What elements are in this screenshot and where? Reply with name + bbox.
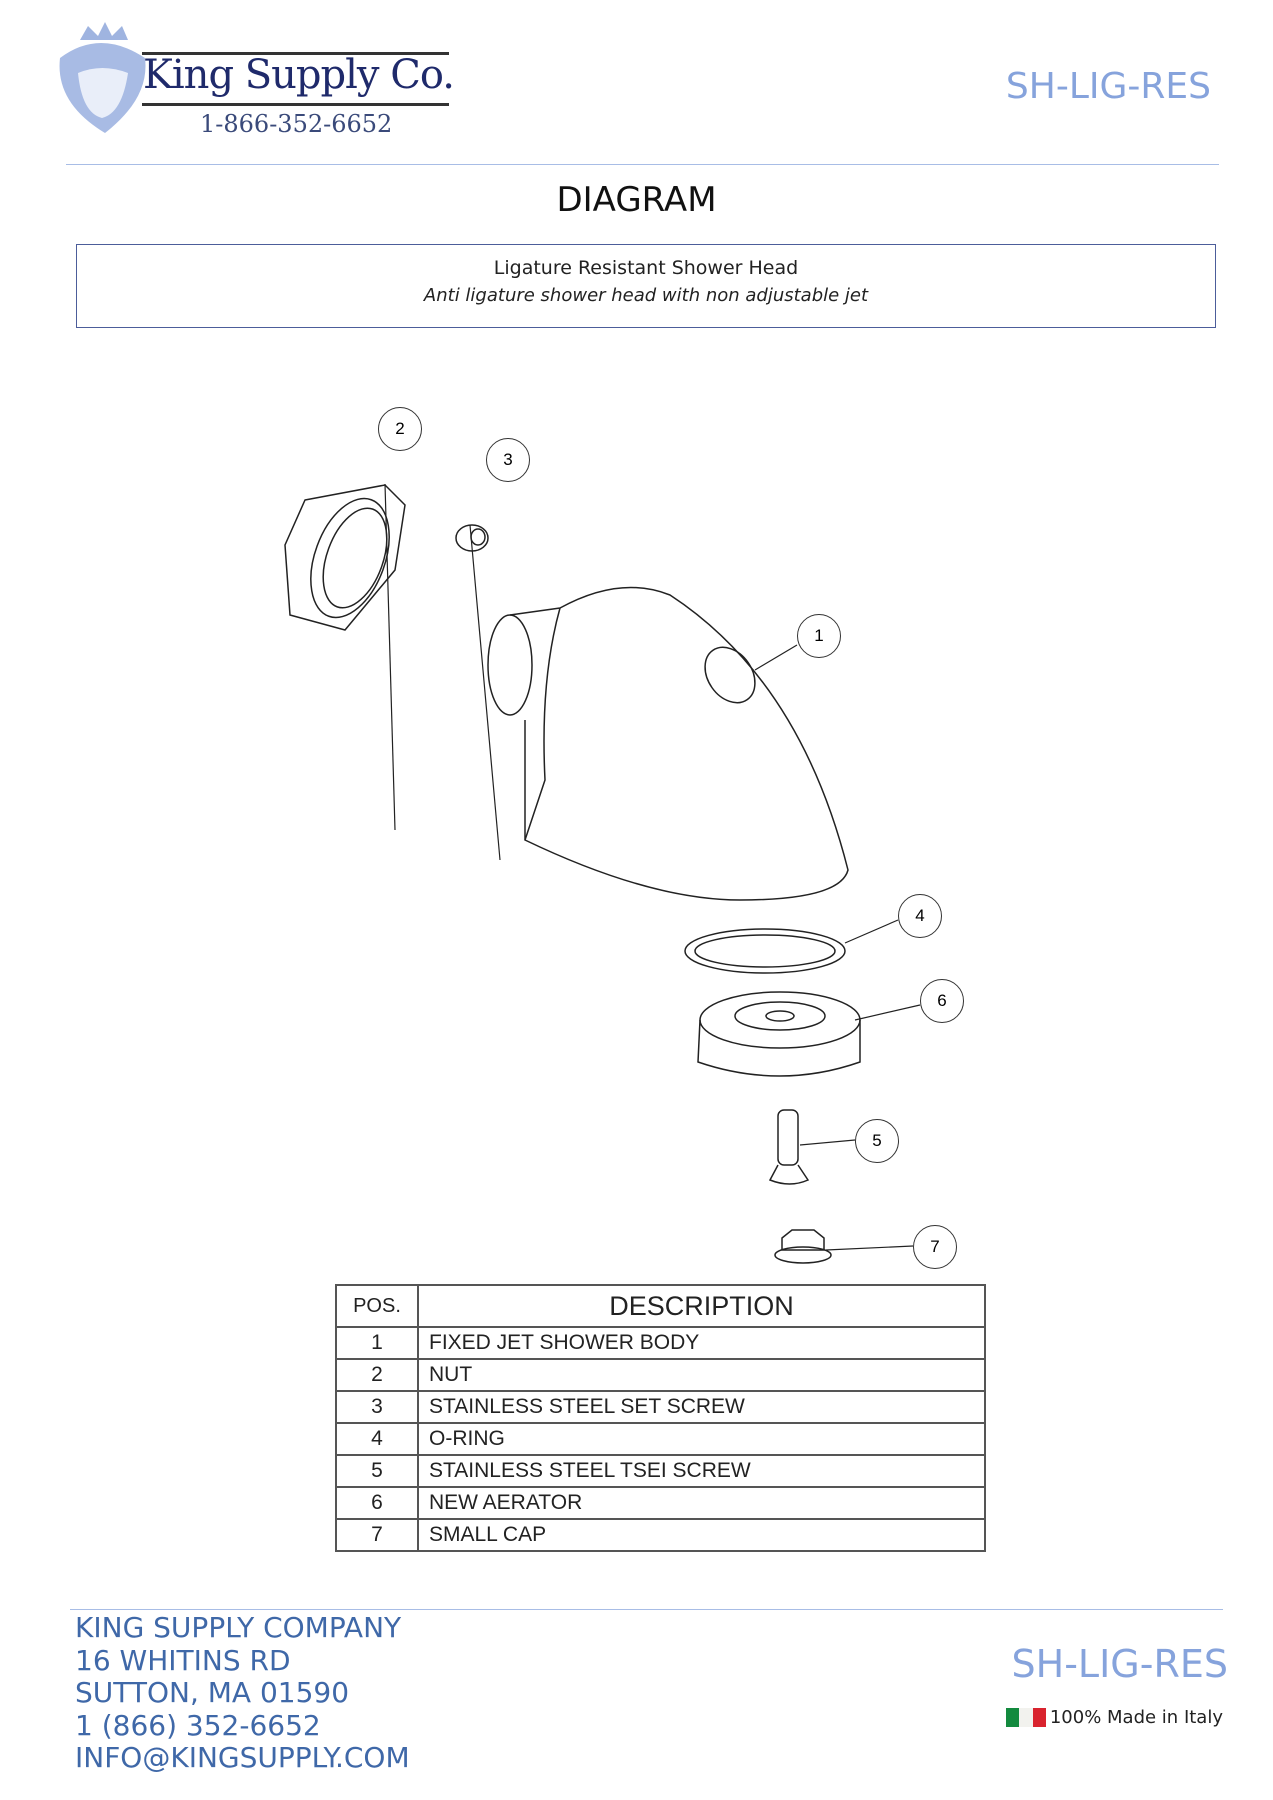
callout-7: 7 (913, 1225, 957, 1269)
pos-cell: 6 (335, 1486, 419, 1520)
footer-email[interactable]: INFO@KINGSUPPLY.COM (75, 1741, 410, 1774)
callout-4: 4 (898, 894, 942, 938)
pos-cell: 4 (335, 1422, 419, 1456)
product-code-footer: SH-LIG-RES (1011, 1642, 1228, 1686)
pos-cell: 2 (335, 1358, 419, 1392)
made-in-italy: 100% Made in Italy (1005, 1707, 1223, 1728)
column-header-pos: POS. (335, 1284, 419, 1328)
logo-rule (142, 103, 449, 106)
callout-1: 1 (797, 614, 841, 658)
footer-company: KING SUPPLY COMPANY (75, 1611, 402, 1644)
lion-logo-icon (59, 22, 146, 133)
callout-3: 3 (486, 438, 530, 482)
product-name: Ligature Resistant Shower Head (493, 257, 799, 279)
callout-leaders (384, 483, 921, 1251)
small-cap-part (774, 1229, 832, 1264)
callout-6: 6 (920, 979, 964, 1023)
o-ring-part (684, 928, 846, 974)
pos-cell: 7 (335, 1518, 419, 1552)
product-code-header: SH-LIG-RES (1005, 66, 1211, 107)
description-cell: STAINLESS STEEL TSEI SCREW (417, 1454, 986, 1488)
header-divider (66, 164, 1219, 165)
callout-layer: .co{position:absolute;width:42px;height:… (0, 380, 1273, 1280)
description-cell: NEW AERATOR (417, 1486, 986, 1520)
callout-5: 5 (855, 1119, 899, 1163)
description-cell: STAINLESS STEEL SET SCREW (417, 1390, 986, 1424)
aerator-part (697, 991, 861, 1077)
nut-part (284, 484, 406, 631)
column-header-description: DESCRIPTION (417, 1284, 986, 1328)
description-cell: FIXED JET SHOWER BODY (417, 1326, 986, 1360)
product-subtitle: Anti ligature shower head with non adjus… (423, 285, 869, 306)
pos-cell: 5 (335, 1454, 419, 1488)
logo-rule (142, 52, 449, 55)
footer-street: 16 WHITINS RD (75, 1643, 291, 1677)
pos-cell: 1 (335, 1326, 419, 1360)
shower-body-part (487, 586, 849, 901)
description-cell: SMALL CAP (417, 1518, 986, 1552)
tsei-screw-part (768, 1109, 810, 1185)
description-cell: O-RING (417, 1422, 986, 1456)
page-title: DIAGRAM (556, 180, 717, 220)
footer-phone: 1 (866) 352-6652 (75, 1708, 321, 1742)
footer-address: KING SUPPLY COMPANY 16 WHITINS RD SUTTON… (75, 1611, 410, 1775)
product-description-box: Ligature Resistant Shower Head Anti liga… (76, 244, 1216, 328)
pos-cell: 3 (335, 1390, 419, 1424)
logo-phone: 1-866-352-6652 (200, 110, 393, 138)
company-logo-text: King Supply Co. (143, 52, 455, 98)
table-header-row: POS. DESCRIPTION (335, 1284, 986, 1328)
footer-divider (70, 1609, 1223, 1610)
origin-label: 100% Made in Italy (1049, 1707, 1223, 1728)
exploded-diagram (284, 483, 921, 1264)
callout-2: 2 (378, 407, 422, 451)
italy-flag-icon (1005, 1708, 1046, 1727)
description-cell: NUT (417, 1358, 986, 1392)
footer-city: SUTTON, MA 01590 (75, 1676, 350, 1709)
